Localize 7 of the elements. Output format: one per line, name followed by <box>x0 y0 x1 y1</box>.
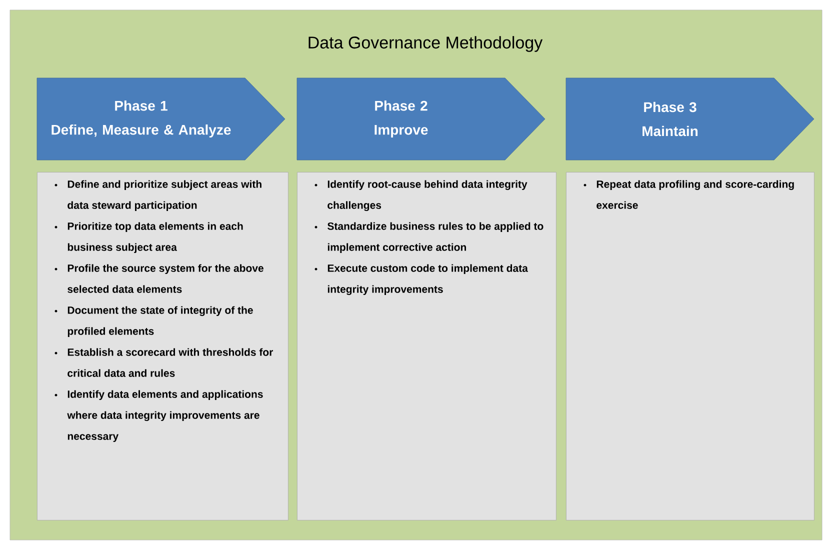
phase-header: Phase 3 Maintain <box>566 78 814 160</box>
text-box: Identify root-cause behind data integrity challenges Standardize business rules to be applied to implement corrective action Execute custom code to implement data integrity improvements <box>297 172 556 520</box>
title: Data Governance Methodology <box>308 36 543 52</box>
phase-header: Phase 2 Improve <box>296 78 546 160</box>
text-box: Repeat data profiling and score-carding exercise <box>566 172 814 520</box>
phase-header: Phase 1 Define, Measure & Analyze <box>36 78 286 160</box>
text-box: Define and prioritize subject areas with data steward participation Prioritize top data elements in each business subject area Profile the source system for the above selected data elements Document the state of integrity of the profiled elements Establish a scorecard with thresholds for critical data and rules Identify data elements and applications where data integrity improvements are necessary <box>37 172 288 520</box>
